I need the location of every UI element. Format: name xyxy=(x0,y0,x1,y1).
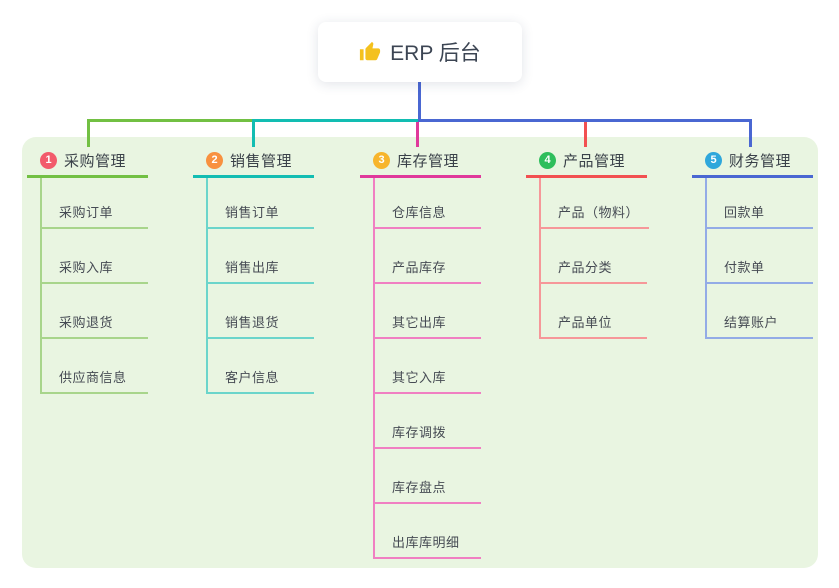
branch-node-finance[interactable]: 5 财务管理 xyxy=(692,146,813,178)
child-node[interactable]: 销售出库 xyxy=(208,229,314,284)
bus-line-purchase xyxy=(87,119,254,122)
branch-title: 采购管理 xyxy=(64,153,127,170)
branch-children: 仓库信息 产品库存 其它出库 其它入库 库存调拨 库存盘点 出库库明细 xyxy=(373,178,481,559)
child-node[interactable]: 采购退货 xyxy=(42,284,148,339)
child-node[interactable]: 仓库信息 xyxy=(375,178,481,229)
drop-line-product xyxy=(584,120,587,147)
branch-children: 销售订单 销售出库 销售退货 客户信息 xyxy=(206,178,314,394)
child-node[interactable]: 采购入库 xyxy=(42,229,148,284)
child-node[interactable]: 付款单 xyxy=(707,229,813,284)
bus-line-finance xyxy=(418,119,752,122)
child-node[interactable]: 回款单 xyxy=(707,178,813,229)
branch-children: 回款单 付款单 结算账户 xyxy=(705,178,813,339)
branch-node-purchase[interactable]: 1 采购管理 xyxy=(27,146,148,178)
branch-badge: 3 xyxy=(373,152,390,169)
branch-title: 财务管理 xyxy=(729,153,792,170)
root-label: ERP 后台 xyxy=(390,42,481,65)
child-node[interactable]: 产品（物料） xyxy=(541,178,650,229)
branch-node-sales[interactable]: 2 销售管理 xyxy=(193,146,314,178)
branch-column-sales: 2 销售管理 销售订单 销售出库 销售退货 客户信息 xyxy=(193,146,314,394)
mindmap-panel xyxy=(22,137,818,568)
branch-title: 销售管理 xyxy=(230,153,293,170)
branch-column-purchase: 1 采购管理 采购订单 采购入库 采购退货 供应商信息 xyxy=(27,146,148,394)
child-node[interactable]: 库存调拨 xyxy=(375,394,481,449)
drop-line-inventory xyxy=(416,120,419,147)
bus-line-sales xyxy=(252,119,418,122)
child-node[interactable]: 出库库明细 xyxy=(375,504,481,559)
thumbs-up-icon xyxy=(359,41,381,63)
branch-column-inventory: 3 库存管理 仓库信息 产品库存 其它出库 其它入库 库存调拨 库存盘点 出库库… xyxy=(360,146,481,559)
drop-line-purchase xyxy=(87,120,90,147)
drop-line-sales xyxy=(252,120,255,147)
child-node[interactable]: 客户信息 xyxy=(208,339,314,394)
branch-column-product: 4 产品管理 产品（物料） 产品分类 产品单位 xyxy=(526,146,650,339)
branch-children: 采购订单 采购入库 采购退货 供应商信息 xyxy=(40,178,148,394)
child-node[interactable]: 其它出库 xyxy=(375,284,481,339)
branch-badge: 4 xyxy=(539,152,556,169)
child-node[interactable]: 结算账户 xyxy=(707,284,813,339)
branch-node-inventory[interactable]: 3 库存管理 xyxy=(360,146,481,178)
child-node[interactable]: 产品单位 xyxy=(541,284,647,339)
child-node[interactable]: 产品库存 xyxy=(375,229,481,284)
drop-line-finance xyxy=(749,120,752,147)
branch-title: 产品管理 xyxy=(563,153,626,170)
child-node[interactable]: 销售退货 xyxy=(208,284,314,339)
branch-badge: 1 xyxy=(40,152,57,169)
branch-node-product[interactable]: 4 产品管理 xyxy=(526,146,647,178)
branch-badge: 2 xyxy=(206,152,223,169)
child-node[interactable]: 采购订单 xyxy=(42,178,148,229)
child-node[interactable]: 销售订单 xyxy=(208,178,314,229)
branch-column-finance: 5 财务管理 回款单 付款单 结算账户 xyxy=(692,146,813,339)
child-node[interactable]: 产品分类 xyxy=(541,229,647,284)
branch-children: 产品（物料） 产品分类 产品单位 xyxy=(539,178,650,339)
branch-title: 库存管理 xyxy=(397,153,460,170)
branch-badge: 5 xyxy=(705,152,722,169)
root-node[interactable]: ERP 后台 xyxy=(318,22,522,82)
child-node[interactable]: 其它入库 xyxy=(375,339,481,394)
child-node[interactable]: 供应商信息 xyxy=(42,339,148,394)
child-node[interactable]: 库存盘点 xyxy=(375,449,481,504)
root-stem-line xyxy=(418,81,421,122)
